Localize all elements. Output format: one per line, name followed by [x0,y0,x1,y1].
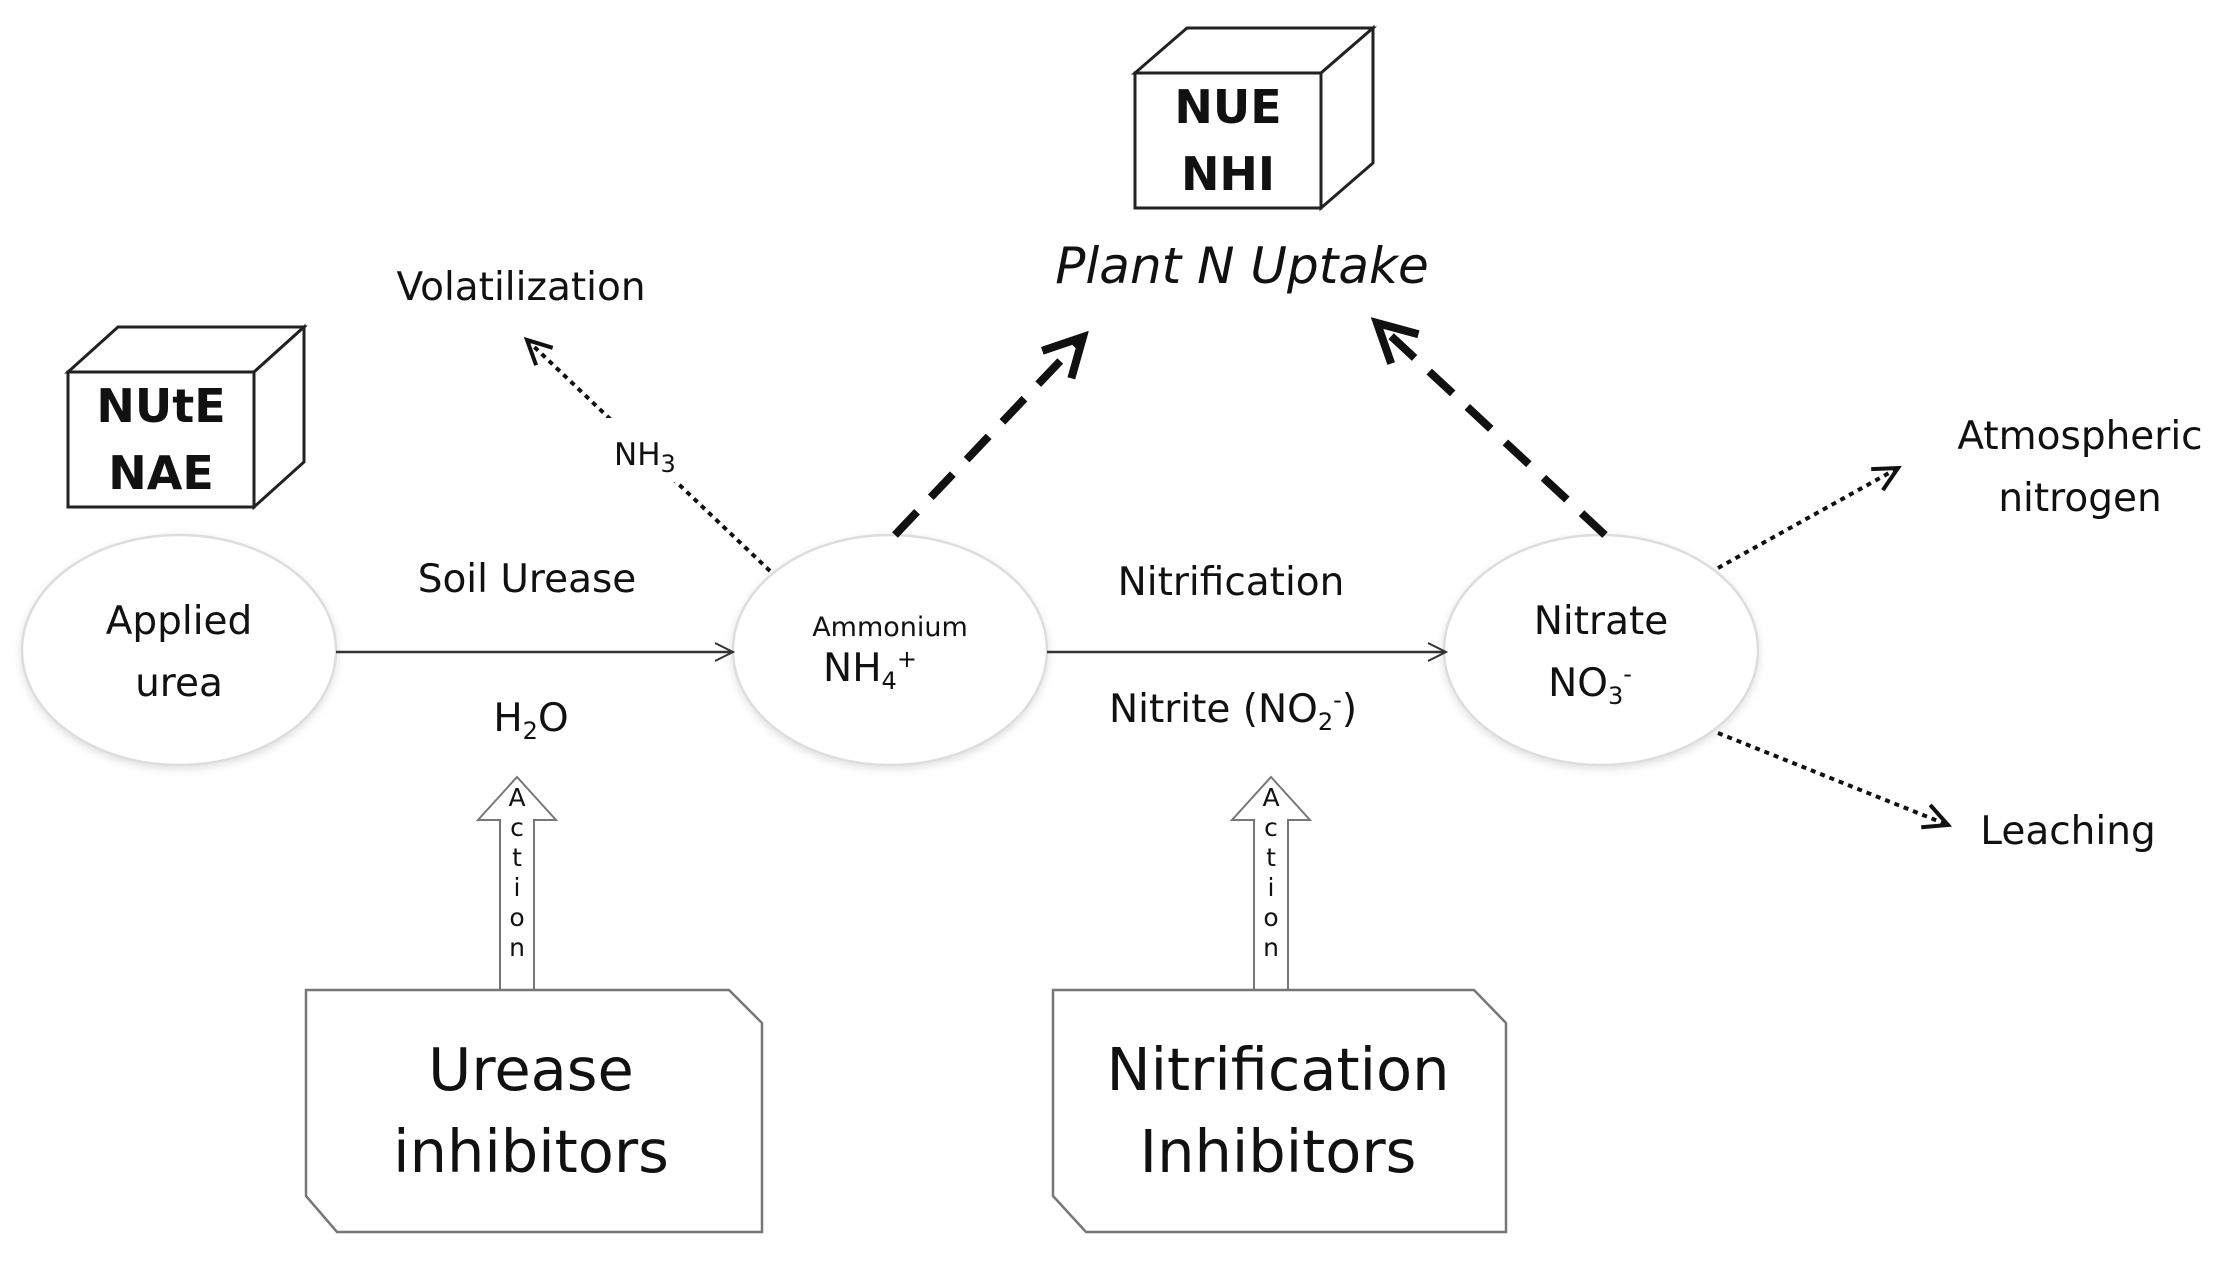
nitrate-node: Nitrate NO3- [1442,533,1760,767]
nitrification-inhibitors-label-2: Inhibitors [1140,1117,1417,1186]
nue-label: NUE [1174,80,1281,134]
nitrification-inhibitors-card: Nitrification Inhibitors [1051,988,1508,1234]
ammonium-node: Ammonium NH4+ [731,533,1049,767]
ammonium-name: Ammonium [812,612,968,643]
leaching-label: Leaching [1980,809,2155,854]
soil-urease-label: Soil Urease [418,557,637,602]
nitrate-uptake-arrow [1377,323,1608,538]
leaching-arrow [1717,731,1948,825]
nh3-label: NH3 [614,437,676,478]
plant-n-uptake-label: Plant N Uptake [1055,237,1428,295]
applied-urea-label-2: urea [135,661,223,706]
nute-nae-box: NUtE NAE [64,323,308,511]
nitrite-label: Nitrite (NO2-) [1109,686,1357,736]
applied-urea-label-1: Applied [106,599,253,644]
applied-urea-node: Applied urea [20,533,338,767]
atmospheric-label-2: nitrogen [1998,476,2161,521]
nh3-label-bg [604,418,696,482]
urease-inhibitors-card: Urease inhibitors [304,988,764,1234]
nitrification-process-label: Nitrification [1118,560,1345,605]
nhi-label: NHI [1181,147,1275,201]
atmospheric-arrow [1717,468,1898,570]
nitrate-name: Nitrate [1534,599,1669,644]
water-label: H2O [493,696,568,745]
urease-inhibitors-label-2: inhibitors [393,1117,669,1186]
atmospheric-label-1: Atmospheric [1957,414,2202,459]
volatilization-label: Volatilization [396,265,645,310]
nitrification-inhibitors-label-1: Nitrification [1106,1035,1449,1104]
ammonium-uptake-arrow [892,337,1083,538]
nitrate-formula: NO3- [1548,660,1632,710]
ammonium-formula: NH4+ [823,645,917,695]
nue-nhi-box: NUE NHI [1130,24,1378,212]
nae-label: NAE [108,446,214,500]
nute-label: NUtE [96,379,225,433]
urease-inhibitors-label-1: Urease [428,1035,634,1104]
